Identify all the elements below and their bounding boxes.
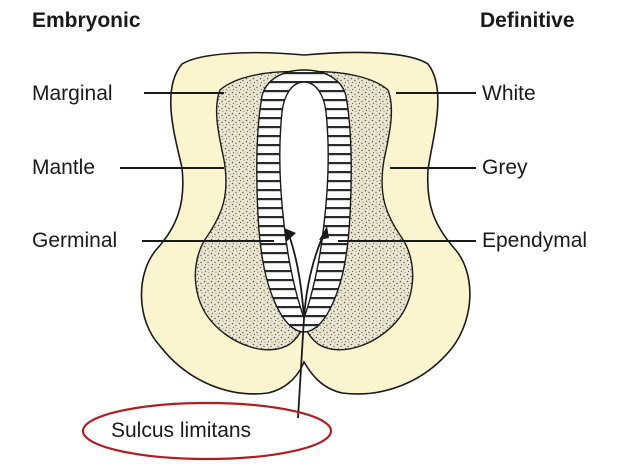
label-grey: Grey	[482, 157, 528, 178]
label-germinal: Germinal	[32, 230, 117, 251]
label-sulcus-limitans: Sulcus limitans	[111, 420, 251, 441]
header-embryonic: Embryonic	[32, 10, 141, 31]
header-definitive: Definitive	[480, 10, 575, 31]
label-ependymal: Ependymal	[482, 230, 587, 251]
label-mantle: Mantle	[32, 157, 95, 178]
label-white: White	[482, 83, 536, 104]
label-marginal: Marginal	[32, 83, 113, 104]
